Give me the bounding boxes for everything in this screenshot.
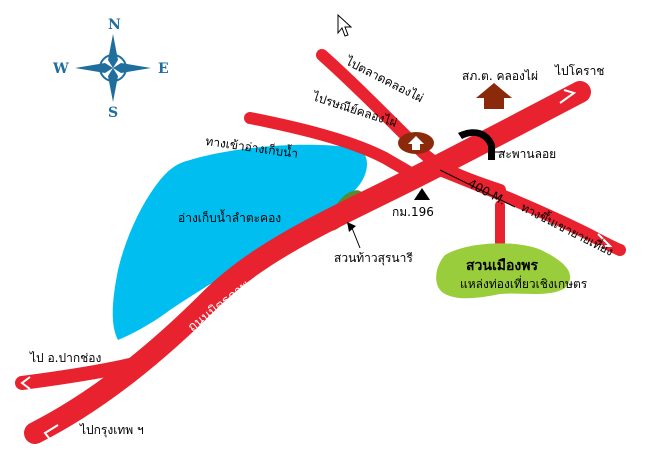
pak-chong-road (15, 358, 137, 390)
reservoir-entrance-road (244, 112, 424, 184)
label-park-name: สวนเมืองพร (466, 258, 538, 274)
km-marker-triangle-icon (414, 188, 430, 200)
label-reservoir: อ่างเก็บน้ำลำตะคอง (178, 209, 281, 225)
label-police-station: สภ.ต. คลองไผ่ (462, 69, 538, 83)
label-km-marker: กม.196 (392, 205, 434, 219)
arrow-icon-bangkok (43, 424, 59, 443)
reservoir-shape (112, 144, 368, 340)
label-to-khorat: ไปโคราช (554, 64, 604, 78)
compass-rose-icon (75, 34, 151, 102)
arrow-icon-pak-chong (20, 376, 31, 390)
bridge-icon (458, 129, 495, 160)
post-office-house-icon (398, 132, 434, 154)
label-park-subtitle: แหล่งท่องเที่ยวเชิงเกษตร (460, 275, 588, 291)
thao-suranari-arrow-icon (347, 222, 356, 232)
compass-north-label: N (108, 17, 121, 33)
suan-mueang-phon-park-shape (436, 243, 571, 299)
mittraphap-road (24, 81, 591, 444)
arrow-icon-khorat (559, 89, 577, 104)
arrow-icon-park (459, 194, 472, 207)
thao-suranari-leader-line (351, 227, 361, 249)
label-to-pak-chong: ไป อ.ปากช่อง (29, 351, 101, 365)
distance-line (439, 169, 516, 208)
compass-south-label: S (108, 105, 118, 121)
label-to-bangkok: ไปกรุงเทพ ฯ (79, 423, 144, 438)
arrow-icon-yai-thiang (596, 233, 613, 247)
label-thao-suranari: สวนท้าวสุรนารี (334, 251, 413, 266)
compass-east-label: E (158, 61, 169, 77)
cursor-arrow-icon (337, 13, 353, 37)
yai-thiang-road (434, 164, 626, 256)
label-bridge: สะพานลอย (498, 147, 556, 161)
compass-west-label: W (52, 61, 69, 77)
police-station-house-icon (476, 83, 512, 109)
